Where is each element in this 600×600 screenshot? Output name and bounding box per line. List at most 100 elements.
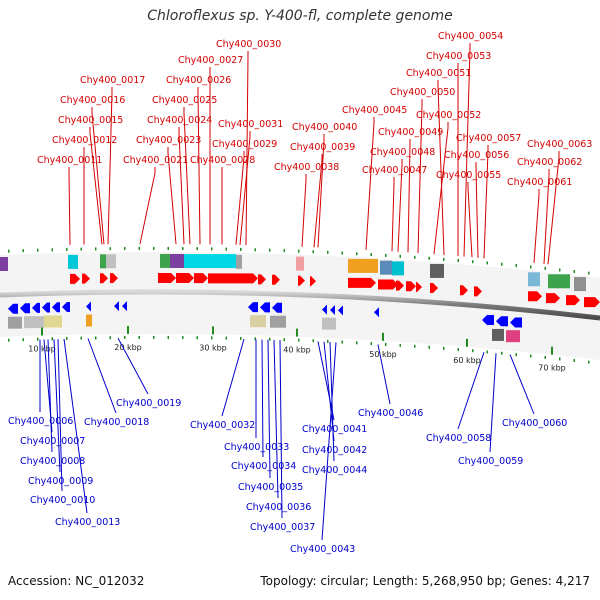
minor-tick [95, 247, 97, 251]
feature-box [548, 274, 570, 289]
reverse-gene-arrow [52, 302, 60, 313]
reverse-gene-label: Chy400_0059 [458, 456, 523, 467]
minor-tick [269, 248, 271, 252]
accession-text: Accession: NC_012032 [8, 574, 145, 588]
forward-gene-arrow [272, 274, 280, 285]
forward-gene-label: Chy400_0048 [370, 147, 435, 158]
forward-gene-arrow [110, 273, 118, 284]
reverse-gene-label: Chy400_0036 [246, 502, 311, 513]
feature-box [100, 254, 106, 269]
feature-box [184, 254, 236, 269]
reverse-label-line [261, 339, 264, 458]
forward-gene-label: Chy400_0021 [123, 155, 188, 166]
tick-label: 40 kbp [283, 346, 311, 355]
minor-tick [515, 264, 517, 268]
forward-gene-arrow [310, 276, 316, 287]
reverse-label-line [377, 344, 391, 405]
minor-tick [225, 247, 227, 251]
minor-tick [196, 247, 198, 251]
reverse-gene-arrow [8, 303, 18, 314]
forward-gene-label: Chy400_0054 [438, 31, 503, 42]
forward-gene-label: Chy400_0028 [190, 155, 255, 166]
reverse-gene-arrow [272, 302, 282, 313]
minor-tick [559, 357, 561, 361]
forward-gene-label: Chy400_0052 [416, 110, 481, 121]
track-background [0, 251, 600, 360]
feature-bands [0, 251, 600, 360]
forward-gene-arrow [82, 273, 90, 284]
reverse-gene-arrow [260, 302, 270, 313]
minor-tick [153, 335, 155, 339]
minor-tick [573, 359, 575, 363]
minor-tick [211, 247, 213, 251]
feature-box [528, 272, 540, 287]
minor-tick [95, 336, 97, 340]
minor-tick [370, 342, 372, 346]
minor-tick [269, 337, 271, 341]
feature-box [270, 315, 286, 328]
forward-label-line [397, 159, 403, 252]
forward-gene-label: Chy400_0055 [436, 170, 501, 181]
forward-gene-arrow [584, 297, 600, 308]
minor-tick [254, 248, 256, 252]
minor-tick [37, 337, 39, 341]
minor-tick [573, 270, 575, 274]
forward-gene-label: Chy400_0011 [37, 155, 102, 166]
reverse-gene-arrow [374, 307, 379, 318]
forward-gene-label: Chy400_0026 [166, 75, 231, 86]
reverse-gene-label: Chy400_0037 [250, 522, 315, 533]
reverse-gene-label: Chy400_0042 [302, 445, 367, 456]
reverse-gene-label: Chy400_0044 [302, 465, 367, 476]
minor-tick [80, 336, 82, 340]
minor-tick [457, 259, 459, 263]
reverse-gene-arrow [20, 303, 30, 314]
feature-box [8, 316, 22, 329]
tick-mark [382, 332, 384, 341]
reverse-label-line [509, 354, 535, 415]
forward-gene-arrow [208, 273, 258, 284]
minor-tick [138, 335, 140, 339]
feature-box [0, 257, 8, 271]
minor-tick [443, 346, 445, 350]
reverse-gene-label: Chy400_0033 [224, 442, 289, 453]
forward-gene-label: Chy400_0012 [52, 135, 117, 146]
minor-tick [298, 249, 300, 253]
forward-label-line [391, 177, 395, 252]
feature-box [392, 261, 404, 276]
feature-box [380, 260, 392, 275]
forward-gene-arrow [430, 282, 438, 293]
reverse-gene-label: Chy400_0046 [358, 408, 423, 419]
forward-label-line [197, 87, 201, 245]
forward-gene-arrow [100, 273, 108, 284]
minor-tick [544, 266, 546, 270]
feature-box [296, 256, 304, 271]
reverse-gene-arrow [338, 305, 343, 316]
feature-box [430, 263, 444, 278]
forward-gene-arrow [348, 277, 376, 288]
forward-gene-label: Chy400_0029 [212, 139, 277, 150]
reverse-gene-arrow [62, 302, 70, 313]
minor-tick [196, 336, 198, 340]
minor-tick [472, 260, 474, 264]
minor-tick [486, 261, 488, 265]
forward-gene-label: Chy400_0051 [406, 68, 471, 79]
forward-gene-arrow [546, 293, 560, 304]
reverse-gene-arrow [32, 302, 40, 313]
forward-gene-label: Chy400_0045 [342, 105, 407, 116]
forward-label-line [475, 162, 479, 258]
forward-label-line [139, 167, 156, 245]
reverse-gene-label: Chy400_0034 [231, 461, 296, 472]
forward-label-line [417, 99, 423, 254]
reverse-gene-label: Chy400_0010 [30, 495, 95, 506]
forward-gene-arrow [474, 286, 482, 297]
reverse-gene-arrow [496, 316, 508, 327]
feature-box [170, 253, 184, 268]
reverse-gene-label: Chy400_0060 [502, 418, 567, 429]
tick-label: 20 kbp [114, 343, 142, 352]
forward-label-line [167, 147, 177, 245]
feature-box [250, 315, 266, 328]
reverse-gene-arrow [42, 302, 50, 313]
reverse-label-line [489, 353, 497, 453]
